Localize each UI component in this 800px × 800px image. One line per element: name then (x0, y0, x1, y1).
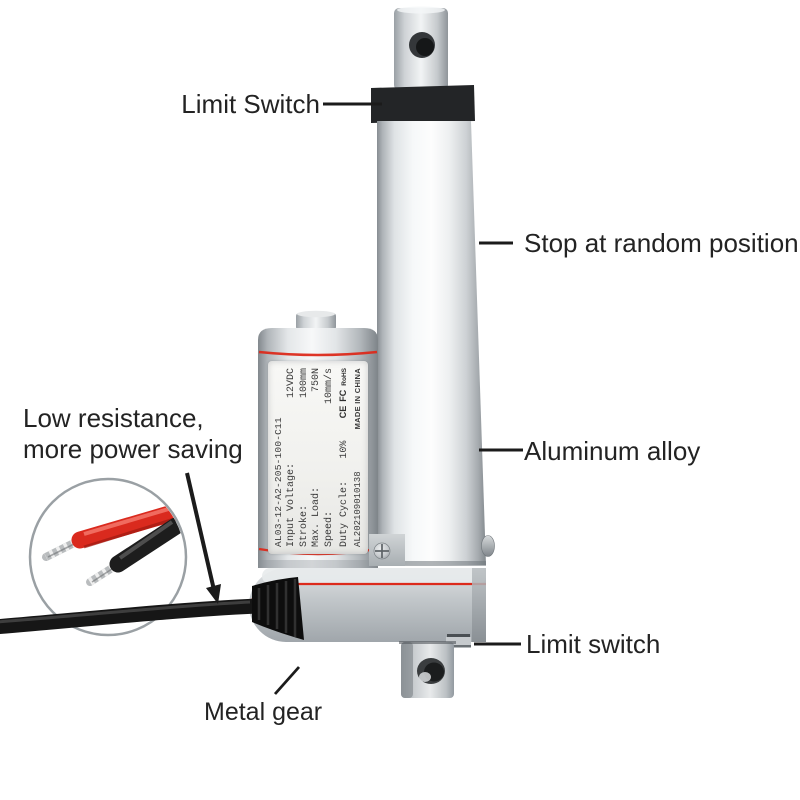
black-wire (86, 517, 185, 586)
cable-strain-relief-boot (252, 577, 304, 640)
limit-switch-band (371, 85, 475, 123)
leader-lines (273, 102, 523, 695)
rod-end-clevis (394, 6, 448, 90)
mounting-clevis (399, 641, 456, 698)
annotation-aluminum-alloy: Aluminum alloy (524, 436, 701, 466)
label-speed: Speed: 10mm/s (324, 368, 336, 547)
motor-spec-label: AL03-12-A2-205-100-C11 Input Voltage: 12… (268, 361, 368, 554)
spec-value: 750N (311, 368, 323, 393)
wire-inset-circle (28, 477, 188, 637)
cable-pointer-arrow (185, 472, 221, 604)
actuator-tube (377, 121, 486, 566)
label-stroke: Stroke: 100mm (299, 368, 311, 547)
label-input-voltage: Input Voltage: 12VDC (286, 368, 298, 547)
tube-clamp-bracket (369, 534, 405, 566)
spec-name: Speed: (324, 510, 336, 547)
annotation-limit-switch-bottom: Limit switch (526, 629, 661, 659)
label-model-number: AL03-12-A2-205-100-C11 (273, 417, 284, 547)
label-serial-row: AL202109010138 MADE IN CHINA (352, 368, 364, 547)
spec-name: Input Voltage: (285, 462, 297, 547)
power-cable (0, 598, 266, 635)
rohs-mark: RoHS (341, 368, 349, 386)
spec-name: Stroke: (298, 504, 310, 547)
spec-value: 12VDC (285, 368, 297, 399)
made-in-china: MADE IN CHINA (352, 368, 362, 430)
tube-side-screw (481, 535, 495, 557)
annotation-low-resistance: Low resistance, more power saving (23, 403, 263, 465)
gearbox-housing (249, 568, 486, 648)
low-resistance-line1: Low resistance, (23, 403, 204, 433)
certification-marks: CE FC RoHS (337, 368, 351, 418)
leader-metal-gear (273, 666, 301, 695)
label-duty-cycle: Duty Cycle: 10% CE FC RoHS (337, 368, 351, 547)
red-wire (42, 503, 185, 561)
annotation-stop-at-random-position: Stop at random position (524, 228, 799, 258)
low-resistance-line2: more power saving (23, 434, 243, 464)
motor-spec-label-content: AL03-12-A2-205-100-C11 Input Voltage: 12… (268, 361, 368, 554)
spec-value: 10mm/s (324, 368, 336, 405)
serial-number: AL202109010138 (352, 471, 363, 547)
spec-value: 100mm (298, 368, 310, 399)
fcc-mark: FC (338, 389, 349, 402)
spec-name: Duty Cycle: (339, 480, 351, 547)
annotation-metal-gear: Metal gear (204, 698, 323, 726)
spec-name: Max. Load: (311, 486, 323, 547)
annotation-limit-switch-top: Limit Switch (181, 89, 320, 119)
spec-value: 10% (339, 440, 351, 459)
ce-mark: CE (338, 405, 349, 419)
label-max-load: Max. Load: 750N (311, 368, 323, 547)
